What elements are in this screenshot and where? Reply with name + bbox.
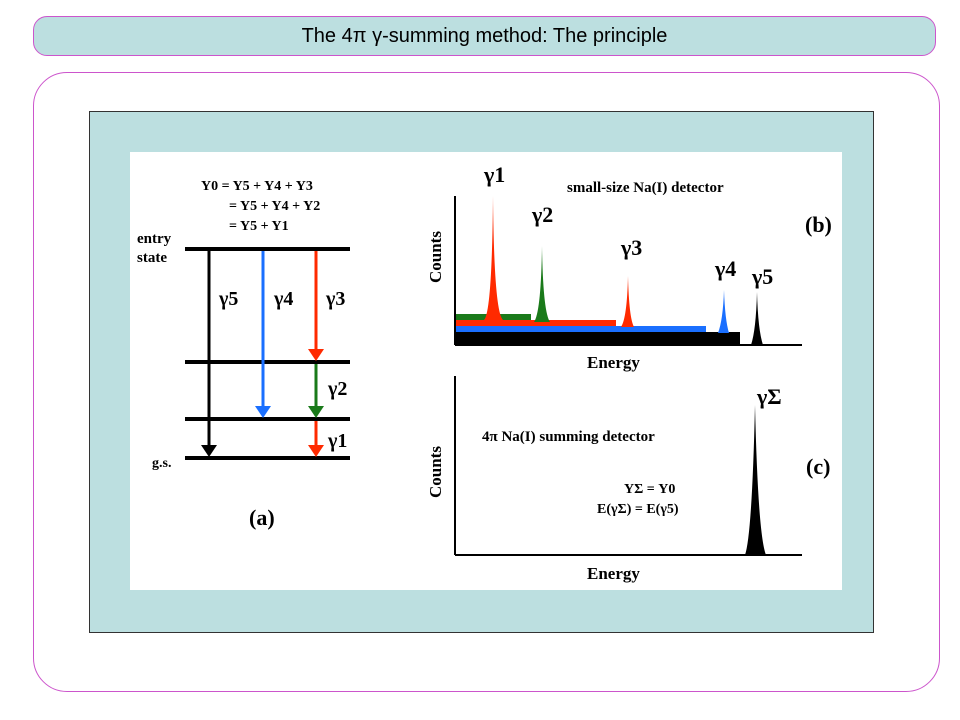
- slide-title: The 4π γ-summing method: The principle: [301, 24, 668, 47]
- spectrum-small-detector: γ1 γ2 γ3 γ4 γ5 small-size Na(I) detector…: [426, 162, 832, 372]
- gamma1-label: γ1: [327, 430, 347, 452]
- b-continuum-gamma4: [456, 326, 706, 332]
- gamma1-arrowhead: [308, 445, 324, 457]
- gamma2-arrowhead: [308, 406, 324, 418]
- c-equation-1: YΣ = Y0: [624, 482, 675, 497]
- panel-b-label: (b): [805, 212, 832, 237]
- b-continuum-gamma3: [456, 320, 616, 326]
- gamma3-label: γ3: [325, 288, 345, 310]
- gamma3-arrowhead: [308, 349, 324, 361]
- b-label-gamma2: γ2: [531, 202, 553, 227]
- b-label-gamma4: γ4: [714, 256, 736, 281]
- b-continuum-gamma5: [456, 332, 740, 344]
- gamma2-label: γ2: [327, 378, 347, 400]
- c-equation-2: E(γΣ) = E(γ5): [597, 502, 679, 517]
- gamma4-arrowhead: [255, 406, 271, 418]
- c-ylabel: Counts: [426, 446, 445, 498]
- b-ylabel: Counts: [426, 231, 445, 283]
- entry-state-label-2: state: [137, 250, 167, 266]
- b-label-gamma1: γ1: [483, 162, 505, 187]
- b-peak-gamma5: [751, 292, 763, 345]
- equation-line-3: = Y5 + Y1: [229, 219, 289, 234]
- figure-white-area: [130, 152, 842, 590]
- panel-c-label: (c): [806, 454, 830, 479]
- ground-state-label: g.s.: [152, 456, 171, 471]
- b-peak-gamma1: [484, 196, 503, 320]
- b-peak-gamma3: [621, 276, 634, 327]
- b-peak-gamma4: [718, 290, 729, 333]
- spectrum-summing-detector: γΣ 4π Na(I) summing detector YΣ = Y0 E(γ…: [426, 376, 830, 583]
- gamma5-arrowhead: [201, 445, 217, 457]
- b-detector-label: small-size Na(I) detector: [567, 180, 724, 196]
- panel-a-label: (a): [249, 505, 275, 530]
- equation-line-1: Y0 = Y5 + Y4 + Y3: [201, 179, 313, 194]
- c-sum-peak: [745, 405, 766, 555]
- equation-line-2: = Y5 + Y4 + Y2: [229, 199, 320, 214]
- b-xlabel: Energy: [587, 353, 640, 372]
- c-detector-label: 4π Na(I) summing detector: [482, 429, 655, 445]
- c-label-gamma-sigma: γΣ: [756, 384, 782, 409]
- b-label-gamma3: γ3: [620, 235, 642, 260]
- level-scheme: Y0 = Y5 + Y4 + Y3 = Y5 + Y4 + Y2 = Y5 + …: [137, 179, 350, 530]
- gamma4-label: γ4: [273, 288, 293, 310]
- title-bar: The 4π γ-summing method: The principle: [33, 16, 936, 56]
- entry-state-label-1: entry: [137, 231, 172, 247]
- b-label-gamma5: γ5: [751, 264, 773, 289]
- gamma5-label: γ5: [218, 288, 238, 310]
- c-xlabel: Energy: [587, 564, 640, 583]
- b-peak-gamma2: [534, 246, 550, 322]
